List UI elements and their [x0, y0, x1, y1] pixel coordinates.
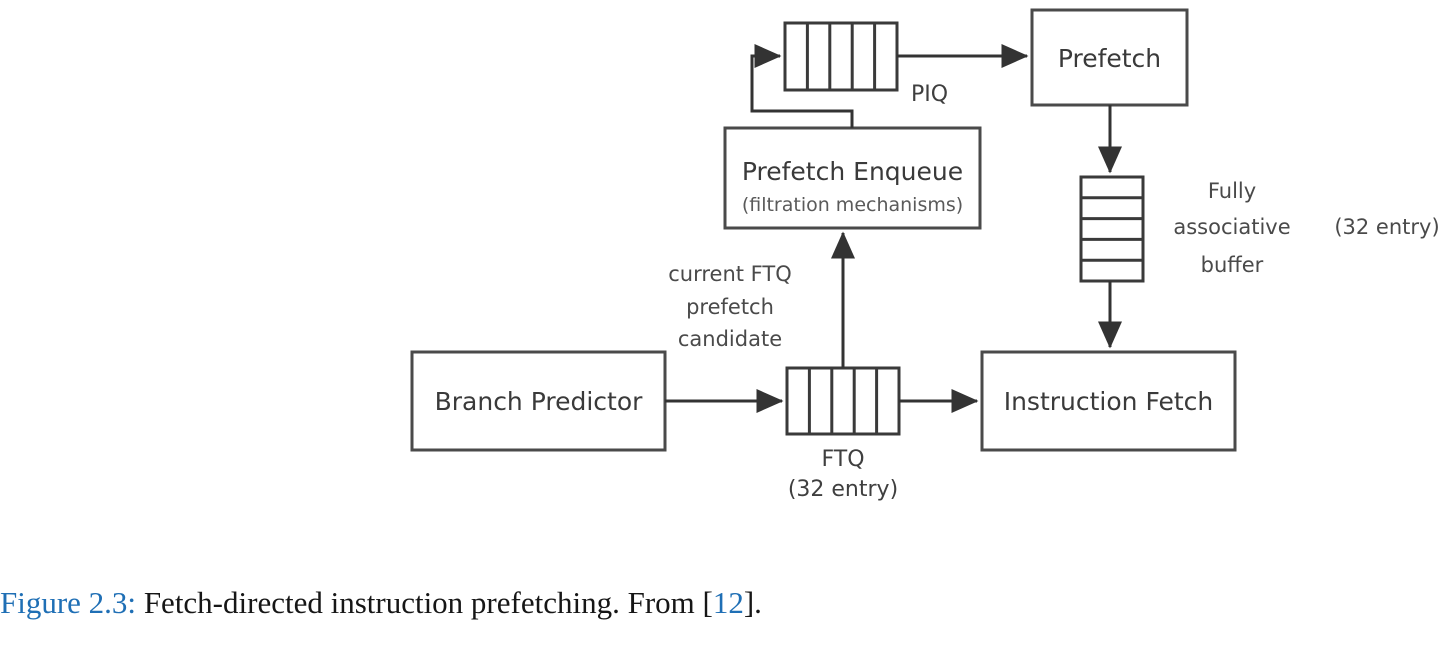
buffer-label-line3: buffer	[1201, 253, 1264, 277]
figure-diagram: PIQ Prefetch Prefetch Enqueue (filtratio…	[410, 8, 1440, 502]
prefetch-enqueue-node: Prefetch Enqueue (filtration mechanisms)	[723, 126, 982, 230]
prefetch-enqueue-label: Prefetch Enqueue	[742, 157, 963, 186]
buffer-label-line2: associative	[1173, 215, 1290, 239]
ftq-queue	[785, 366, 901, 436]
branch-predictor-label: Branch Predictor	[435, 387, 644, 416]
prefetch-node: Prefetch	[1030, 8, 1189, 107]
buffer-capacity-note: (32 entry)	[1334, 215, 1439, 239]
caption-tail: ].	[743, 585, 762, 620]
ftq-label: FTQ	[821, 447, 864, 472]
instruction-fetch-label: Instruction Fetch	[1004, 387, 1214, 416]
prefetch-node-label: Prefetch	[1058, 44, 1161, 73]
ftq-sublabel: (32 entry)	[788, 477, 898, 502]
prefetch-enqueue-sublabel: (filtration mechanisms)	[742, 194, 963, 216]
caption-citation-link[interactable]: 12	[712, 585, 744, 620]
diagram-canvas: PIQ Prefetch Prefetch Enqueue (filtratio…	[410, 8, 1440, 502]
caption-figure-number: Figure 2.3:	[0, 585, 137, 620]
instruction-fetch-box	[980, 350, 1237, 452]
instruction-fetch-node: Instruction Fetch	[980, 350, 1237, 452]
ftq-candidate-annotation-line2: prefetch	[686, 295, 774, 319]
branch-predictor-node: Branch Predictor	[410, 350, 667, 452]
buffer-label-line1: Fully	[1208, 179, 1256, 203]
fully-associative-buffer	[1079, 175, 1145, 283]
piq-queue	[783, 21, 899, 92]
buffer-body	[1079, 175, 1145, 283]
ftq-candidate-annotation-line1: current FTQ	[668, 262, 792, 286]
prefetch-node-box	[1030, 8, 1189, 107]
piq-queue-body	[783, 21, 899, 92]
caption-text: Fetch-directed instruction prefetching. …	[136, 585, 713, 620]
ftq-candidate-annotation-line3: candidate	[678, 327, 782, 351]
ftq-queue-body	[785, 366, 901, 436]
edge-prefetch-enqueue-to-piq	[750, 44, 854, 128]
prefetch-enqueue-box	[723, 126, 982, 230]
piq-label: PIQ	[911, 82, 948, 107]
figure-caption: Figure 2.3: Fetch-directed instruction p…	[0, 584, 1440, 644]
